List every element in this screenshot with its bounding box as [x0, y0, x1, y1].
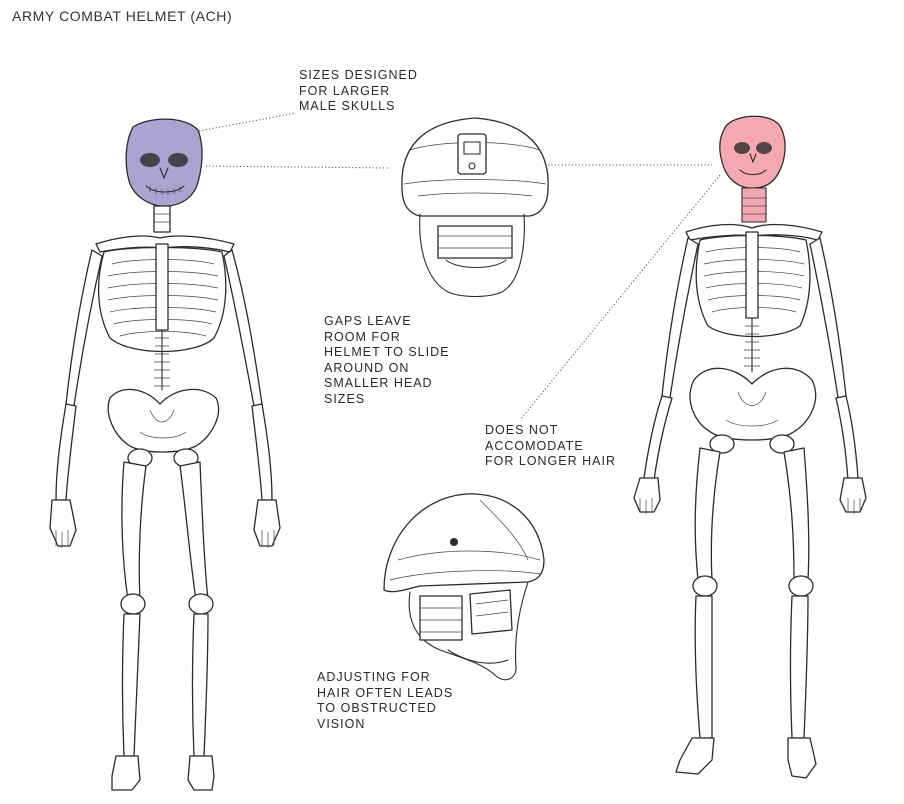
- helmet-front-view: [401, 117, 549, 298]
- annotation-hair: DOES NOT ACCOMODATE FOR LONGER HAIR: [485, 423, 616, 468]
- male-skeleton: [49, 118, 281, 791]
- helmet-side-view: [383, 493, 545, 681]
- female-skull-highlight: [719, 115, 786, 223]
- annotation-vision: ADJUSTING FOR HAIR OFTEN LEADS TO OBSTRU…: [317, 670, 454, 731]
- leader-male-to-helmet: [205, 165, 391, 169]
- female-skeleton: [633, 115, 867, 779]
- leader-sizes: [198, 112, 297, 132]
- page-title: ARMY COMBAT HELMET (ACH): [12, 8, 233, 24]
- leader-lines: [198, 112, 721, 421]
- annotation-gaps: GAPS LEAVE ROOM FOR HELMET TO SLIDE AROU…: [324, 314, 450, 406]
- annotation-sizes: SIZES DESIGNED FOR LARGER MALE SKULLS: [299, 68, 418, 113]
- leader-hair: [519, 174, 721, 421]
- male-skull-highlight: [125, 118, 203, 207]
